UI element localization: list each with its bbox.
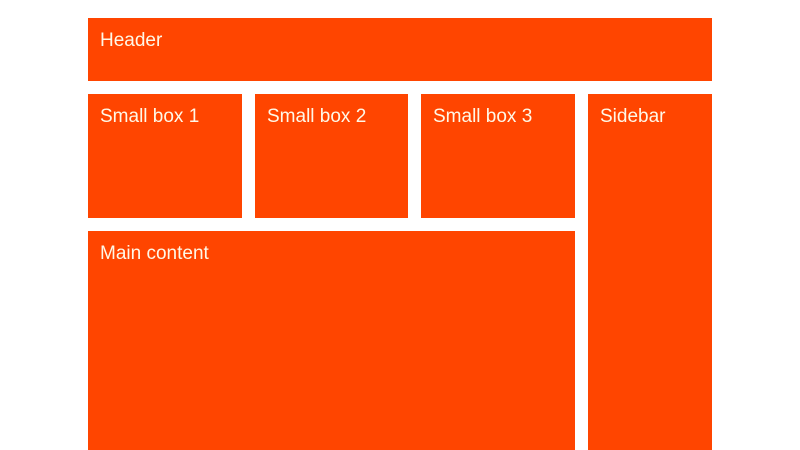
sidebar-region: Sidebar	[588, 94, 712, 450]
small-box-1: Small box 1	[88, 94, 242, 218]
header-region: Header	[88, 18, 712, 81]
small-box-2-label: Small box 2	[267, 106, 367, 127]
main-content-region: Main content	[88, 231, 575, 450]
sidebar-label: Sidebar	[600, 106, 666, 127]
small-box-3: Small box 3	[421, 94, 575, 218]
main-content-label: Main content	[100, 243, 209, 264]
header-label: Header	[100, 30, 163, 51]
small-box-2: Small box 2	[255, 94, 408, 218]
small-box-1-label: Small box 1	[100, 106, 200, 127]
small-box-3-label: Small box 3	[433, 106, 533, 127]
